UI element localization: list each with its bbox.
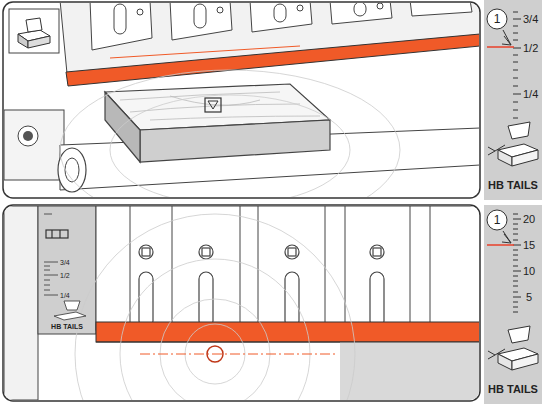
scale-mark: 1/2 (60, 272, 70, 279)
scale-mark: 1/2 (523, 43, 538, 54)
callout-number: 1 (494, 13, 501, 25)
scale-title: HB TAILS (488, 384, 538, 395)
scale-title: HB TAILS (51, 323, 83, 330)
scale-mark: 3/4 (523, 14, 538, 25)
callout-number: 1 (494, 214, 501, 226)
scale-mark: 3/4 (60, 259, 70, 266)
scale-mark: 10 (523, 266, 535, 277)
scale-mark: 5 (526, 292, 532, 303)
scale-mark: 15 (523, 240, 535, 251)
scale-mark: 1/4 (523, 89, 538, 100)
scale-mark: 1/4 (60, 292, 70, 299)
scale-title: HB TAILS (488, 180, 538, 191)
scale-mark: 20 (523, 214, 535, 225)
